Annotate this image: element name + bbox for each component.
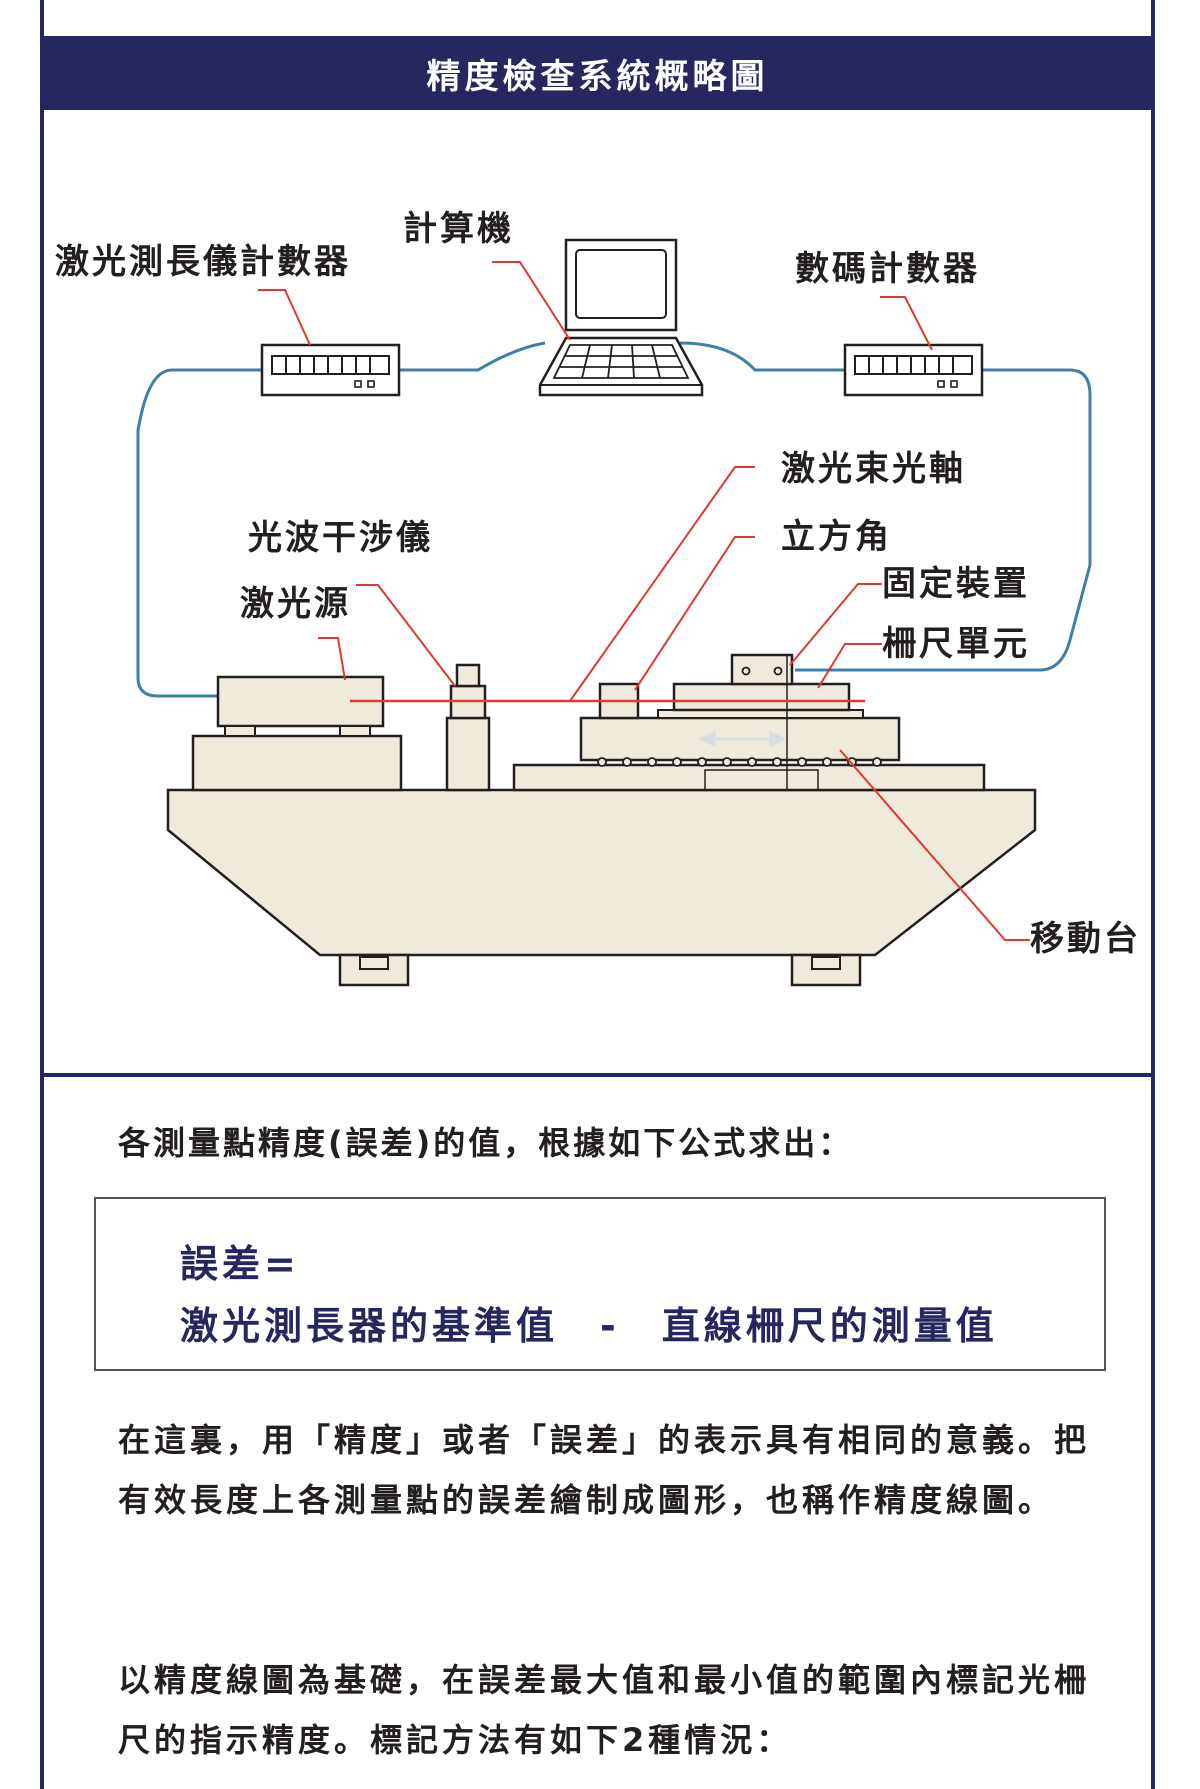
formula-line-2: 激光測長器的基準值 - 直線柵尺的測量值 — [180, 1304, 998, 1348]
fixture — [730, 653, 794, 686]
leader-scale-unit — [817, 643, 882, 689]
leader-laser-beam — [569, 466, 755, 702]
leader-digital-counter — [880, 296, 933, 351]
laser-foot-r — [339, 725, 371, 737]
foot-left-top — [359, 956, 389, 970]
interferometer-top — [455, 663, 481, 688]
label-laser-source: 激光源 — [240, 584, 351, 624]
laser-foot-l — [224, 725, 256, 737]
laser-counter-device — [260, 343, 401, 397]
label-moving-table: 移動台 — [1030, 919, 1141, 959]
formula-line-1: 誤差= — [180, 1242, 300, 1286]
leader-laser-counter — [258, 289, 311, 346]
label-interferometer: 光波干涉儀 — [248, 518, 433, 558]
paragraph-1: 在這裏，用「精度」或者「誤差」的表示具有相同的意義。把有效長度上各測量點的誤差繪… — [118, 1421, 1091, 1519]
leader-fixture — [789, 583, 882, 666]
section-divider — [40, 1073, 1155, 1077]
guide-rail — [512, 763, 986, 792]
diagram-title: 精度檢查系統概略圖 — [40, 36, 1155, 110]
label-corner-cube: 立方角 — [781, 517, 892, 557]
intro-text: 各測量點精度(誤差)的值，根據如下公式求出： — [118, 1124, 854, 1162]
interferometer-post — [445, 716, 491, 792]
label-scale-unit: 柵尺單元 — [882, 624, 1030, 664]
leader-moving-table — [839, 749, 1030, 941]
foot-right-top — [811, 956, 841, 970]
table-rollers — [597, 757, 882, 767]
cable-laser-to-pc — [393, 341, 546, 372]
system-diagram — [136, 238, 1092, 987]
motion-arrow — [698, 730, 787, 748]
machine-base — [166, 788, 1037, 957]
leader-corner-cube — [634, 536, 755, 691]
cable-pc-to-digital — [679, 341, 845, 372]
leader-laser-source — [318, 637, 346, 681]
formula-box: 誤差= 激光測長器的基準值 - 直線柵尺的測量值 — [94, 1197, 1106, 1371]
label-laser-counter: 激光測長儀計數器 — [55, 242, 351, 282]
cable-left — [136, 368, 262, 698]
label-fixture: 固定裝置 — [882, 564, 1030, 604]
page-frame — [40, 0, 1155, 1789]
digital-counter-device — [843, 343, 984, 397]
leader-computer — [492, 261, 571, 341]
laser-pedestal — [191, 734, 403, 792]
paragraph-2: 以精度線圖為基礎，在誤差最大值和最小值的範圍內標記光柵尺的指示精度。標記方法有如… — [118, 1661, 1091, 1759]
label-laser-beam-axis: 激光束光軸 — [781, 449, 966, 489]
label-computer: 計算機 — [403, 209, 514, 249]
label-digital-counter: 數碼計數器 — [795, 249, 980, 289]
leader-interferometer — [356, 584, 456, 687]
scale-unit — [672, 682, 851, 712]
cable-right — [795, 368, 1092, 672]
